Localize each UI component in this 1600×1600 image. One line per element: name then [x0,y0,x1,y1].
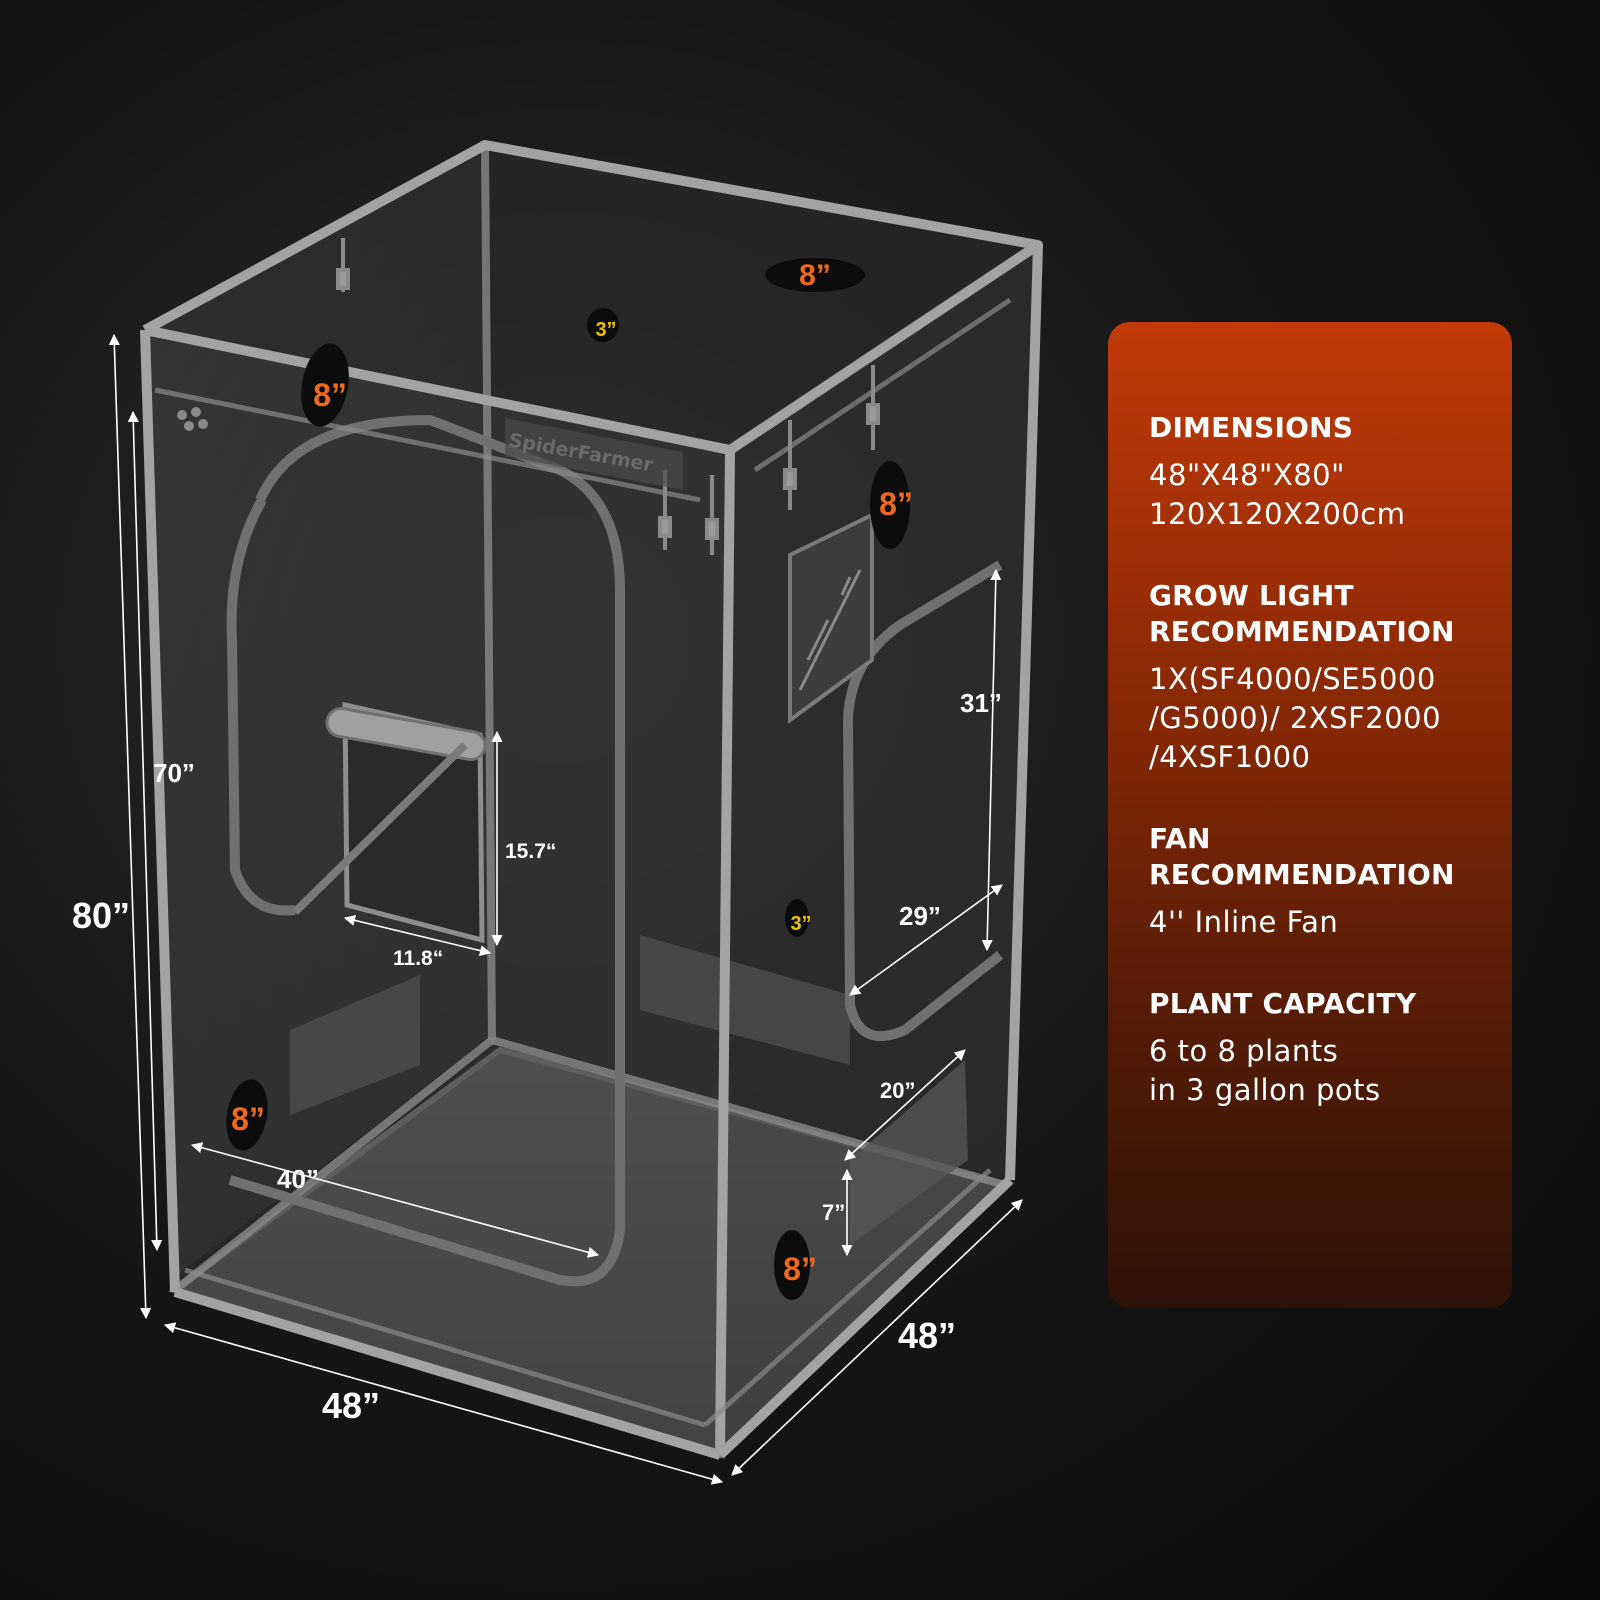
label-width-front: 48” [322,1385,380,1426]
window-roll [325,707,487,761]
spec-body: 6 to 8 plants in 3 gallon pots [1149,1034,1381,1107]
arrow-side-window-width [844,1049,966,1161]
label-window-height: 15.7“ [505,840,556,863]
label-side-door-width: 29” [899,901,941,931]
port-left-lower: 8” [226,1079,268,1151]
arrow-side-door-width [849,884,1003,996]
label-side-door-height: 31” [960,688,1002,718]
port-right-upper: 8” [870,461,913,549]
spec-body: 4'' Inline Fan [1149,905,1339,939]
port-right-upper-label: 8” [879,486,913,522]
spec-heading: GROW LIGHT RECOMMENDATION [1149,579,1455,648]
port-left-lower-label: 8” [231,1101,265,1137]
spec-fan: FAN RECOMMENDATION 4'' Inline Fan [1149,821,1492,942]
label-height-inner: 70” [153,758,195,788]
spec-dimensions: DIMENSIONS 48"X48"X80" 120X120X200cm [1149,410,1492,534]
spec-heading: DIMENSIONS [1149,411,1354,444]
arrow-depth-side [731,1199,1023,1476]
pocket-scissors-icon [798,569,862,691]
port-right-small-label: 3” [790,913,811,935]
front-vent [290,975,420,1115]
front-door-zipper-left [226,497,296,916]
label-side-window-width: 20” [880,1078,915,1103]
spec-body: 1X(SF4000/SE5000 /G5000)/ 2XSF2000 /4XSF… [1149,662,1442,774]
window-tie [292,742,468,915]
arrow-height-inner [127,410,163,1252]
label-door-width: 40” [277,1164,319,1194]
port-top-small: 3” [587,308,619,342]
label-depth-side: 48” [898,1315,956,1356]
arrow-width-front [163,1322,724,1485]
arrow-window-width [343,914,492,957]
brand-label-patch [505,418,683,490]
dimension-arrows [108,333,1023,1485]
spec-heading: FAN RECOMMENDATION [1149,822,1455,891]
port-right-small: 3” [785,899,812,937]
side-door-zipper [842,560,1004,1042]
arrow-height-total [108,333,152,1320]
front-door-zipper [228,414,625,1287]
port-left-upper-label: 8” [313,377,347,413]
port-left-upper: 8” [301,343,349,427]
label-window-width: 11.8“ [393,947,443,970]
spec-body: 48"X48"X80" 120X120X200cm [1149,458,1406,531]
label-height-total: 80” [72,895,130,936]
side-vent-upper [640,935,850,1065]
port-right-lower-label: 8” [783,1251,817,1287]
label-side-window-height: 7” [822,1200,845,1225]
port-top-large-label: 8” [799,259,831,292]
spec-grow-light: GROW LIGHT RECOMMENDATION 1X(SF4000/SE50… [1149,578,1492,777]
port-top-large: 8” [765,258,865,292]
spec-heading: PLANT CAPACITY [1149,987,1417,1020]
arrow-door-width [190,1142,600,1258]
spec-card: DIMENSIONS 48"X48"X80" 120X120X200cm GRO… [1108,322,1512,1308]
spec-plant-capacity: PLANT CAPACITY 6 to 8 plants in 3 gallon… [1149,986,1492,1110]
brand-dots-icon [177,407,208,431]
port-top-small-label: 3” [595,319,616,341]
